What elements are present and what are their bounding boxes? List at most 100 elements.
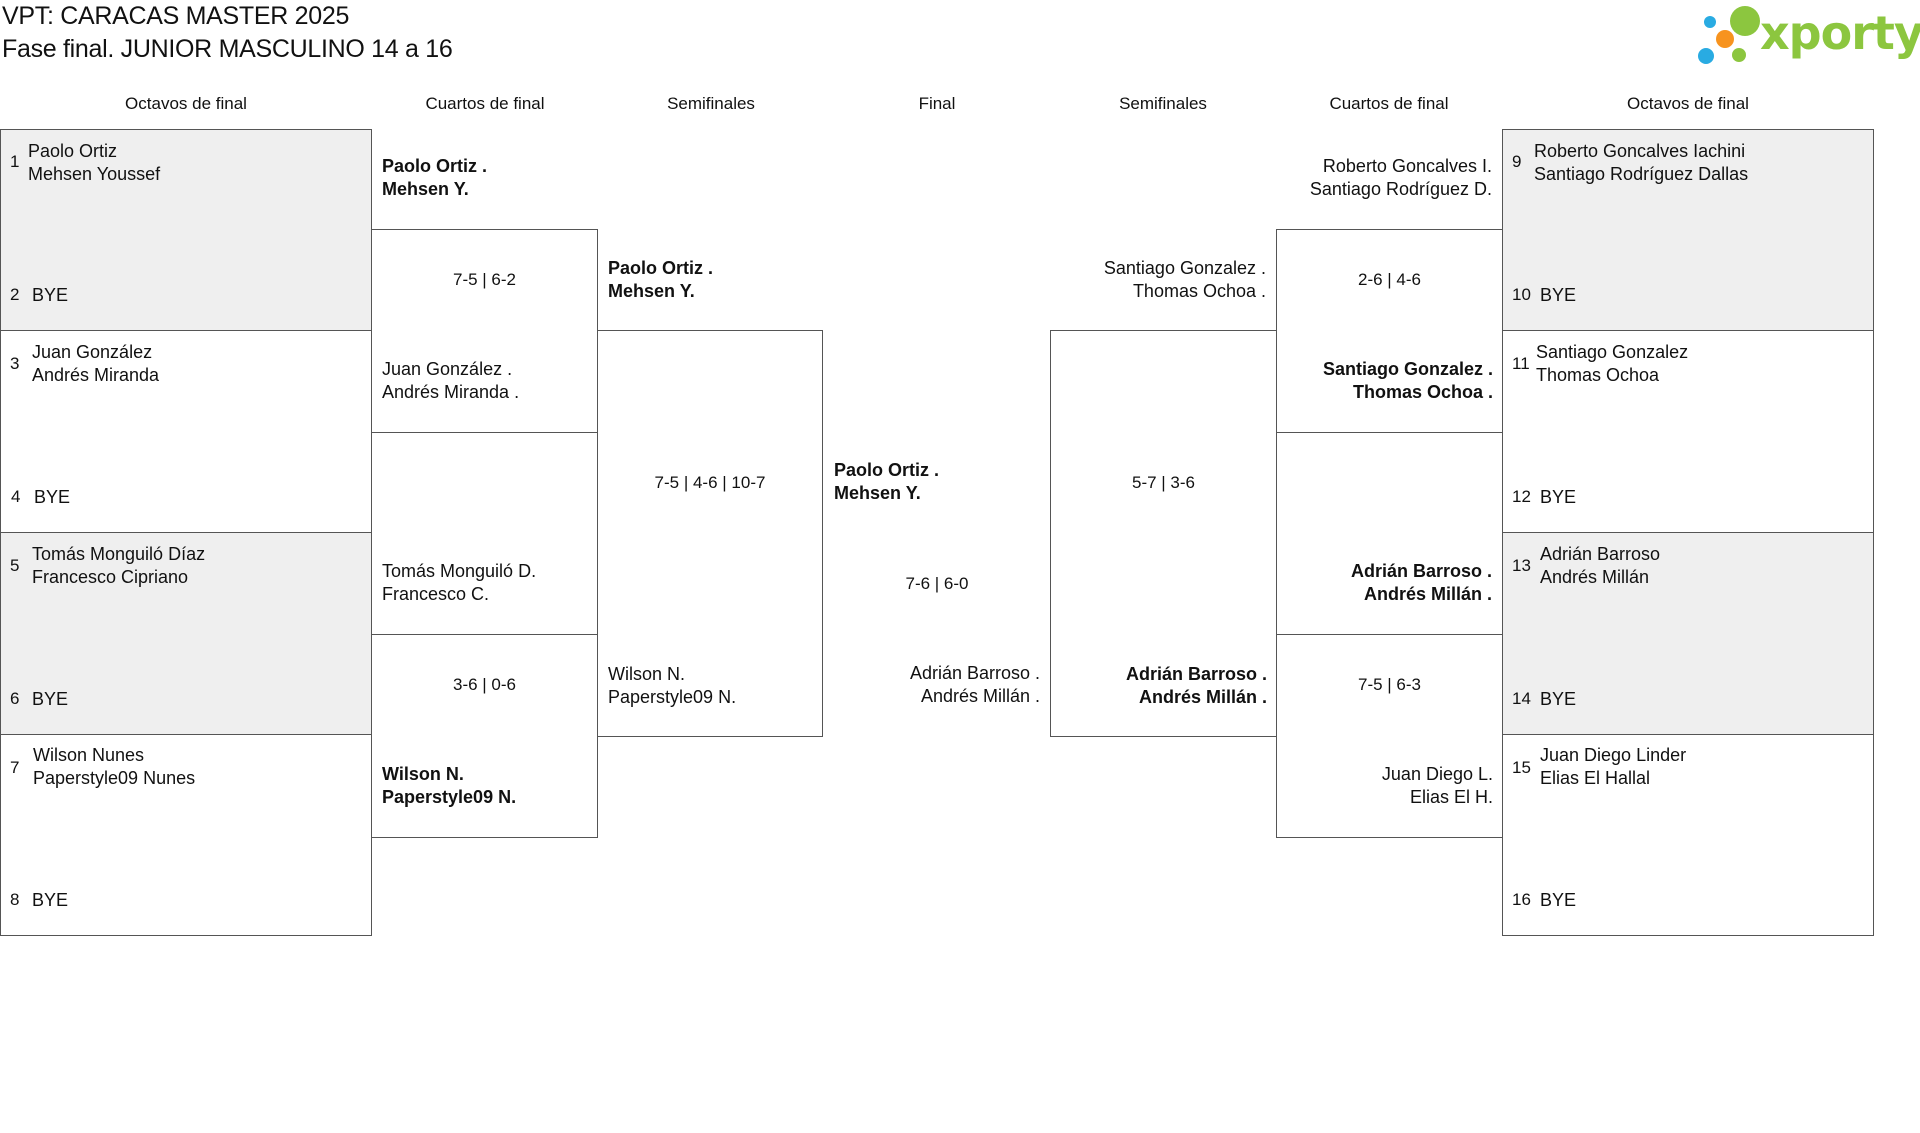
bye-label: BYE [1540,689,1577,709]
logo-dot-green-small [1704,16,1716,28]
column-header-right-sf: Semifinales [1119,94,1207,113]
seed-number: 2 [10,285,20,304]
match-score: 5-7 | 3-6 [1131,473,1195,492]
player-name: Andrés Millán . [1363,584,1492,604]
logo-dot-blue [1698,48,1714,64]
player-name: Paolo Ortiz . [834,460,940,480]
bye-label: BYE [1540,285,1577,305]
player-name: Paperstyle09 N. [608,687,737,707]
match-score: 7-5 | 4-6 | 10-7 [654,473,766,492]
xporty-logo: xporty [1696,4,1920,66]
player-name: Andrés Miranda [32,365,160,385]
column-header-left-r16: Octavos de final [125,94,247,113]
player-name: Paolo Ortiz . [608,258,714,278]
r16-match-3: 5 Tomás Monguiló Díaz Francesco Cipriano… [0,532,372,735]
sf-match-box-right: 5-7 | 3-6 Adrián Barroso . Andrés Millán… [1050,330,1277,737]
match-score: 3-6 | 0-6 [452,675,516,694]
player-name: Francesco C. [382,584,490,604]
player-name: Adrián Barroso [1540,544,1661,564]
player-name: Wilson N. [382,764,464,784]
column-header-right-qf: Cuartos de final [1329,94,1449,113]
player-name: Elias El Hallal [1540,768,1651,788]
qf-match-box-1: 7-5 | 6-2 Juan González . Andrés Miranda… [371,229,598,433]
r16-match-5: 9 Roberto Goncalves Iachini Santiago Rod… [1502,129,1874,331]
seed-number: 1 [10,152,20,171]
match-score: 2-6 | 4-6 [1357,270,1421,289]
page-subtitle: Fase final. JUNIOR MASCULINO 14 a 16 [2,35,453,63]
seed-number: 8 [10,890,20,909]
player-name: Mehsen Y. [608,281,695,301]
sf-match-box-left: 7-5 | 4-6 | 10-7 Wilson N. Paperstyle09 … [597,330,823,737]
player-name: Andrés Millán [1540,567,1650,587]
player-name: Mehsen Y. [834,483,921,503]
seed-number: 10 [1512,285,1531,304]
logo-dot-green-2 [1732,48,1746,62]
player-name: Paperstyle09 Nunes [33,768,196,788]
player-name: Mehsen Y. [382,179,469,199]
bye-label: BYE [1540,487,1577,507]
player-name: Wilson Nunes [33,745,145,765]
page-title: VPT: CARACAS MASTER 2025 [2,2,350,30]
final-score: 7-6 | 6-0 [905,574,969,593]
column-header-left-sf: Semifinales [667,94,755,113]
bye-label: BYE [1540,890,1577,910]
bye-label: BYE [32,689,69,709]
bye-label: BYE [32,285,69,305]
player-name: Paolo Ortiz . [382,156,488,176]
player-name: Thomas Ochoa [1536,365,1660,385]
seed-number: 3 [10,354,20,373]
player-name: Andrés Miranda . [382,382,520,402]
player-name: Adrián Barroso . [909,663,1040,683]
player-name: Roberto Goncalves Iachini [1534,141,1746,161]
player-name: Thomas Ochoa . [1132,281,1266,301]
seed-number: 16 [1512,890,1531,909]
column-header-final: Final [918,94,956,113]
column-header-right-r16: Octavos de final [1627,94,1749,113]
player-name: Santiago Gonzalez . [1322,359,1493,379]
r16-match-2: 3 Juan González Andrés Miranda 4 BYE [0,330,372,533]
player-name: Santiago Rodríguez D. [1309,179,1492,199]
r16-match-1: 1 Paolo Ortiz Mehsen Youssef 2 BYE [0,129,372,331]
logo-text: xporty [1760,6,1920,60]
seed-number: 9 [1512,152,1522,171]
seed-number: 6 [10,689,20,708]
player-name: Francesco Cipriano [32,567,189,587]
player-name: Santiago Gonzalez . [1103,258,1266,278]
player-name: Paperstyle09 N. [382,787,517,807]
seed-number: 4 [11,487,21,506]
qf-match-box-4: 7-5 | 6-3 Juan Diego L. Elias El H. [1276,634,1503,838]
logo-dot-orange [1716,30,1734,48]
player-name: Santiago Rodríguez Dallas [1534,164,1749,184]
seed-number: 15 [1512,758,1531,777]
seed-number: 5 [10,556,20,575]
qf-match-box-2: 3-6 | 0-6 Wilson N. Paperstyle09 N. [371,634,598,838]
column-header-left-qf: Cuartos de final [425,94,545,113]
bye-label: BYE [34,487,71,507]
player-name: Santiago Gonzalez [1536,342,1689,362]
player-name: Wilson N. [608,664,686,684]
player-name: Elias El H. [1409,787,1493,807]
player-name: Mehsen Youssef [28,164,161,184]
seed-number: 13 [1512,556,1531,575]
seed-number: 11 [1512,354,1530,373]
r16-match-6: 11 Santiago Gonzalez Thomas Ochoa 12 BYE [1502,330,1874,533]
r16-match-4: 7 Wilson Nunes Paperstyle09 Nunes 8 BYE [0,734,372,936]
r16-match-8: 15 Juan Diego Linder Elias El Hallal 16 … [1502,734,1874,936]
player-name: Juan González . [382,359,513,379]
player-name: Tomás Monguiló D. [382,561,537,581]
player-name: Andrés Millán . [920,686,1040,706]
match-score: 7-5 | 6-3 [1357,675,1421,694]
match-score: 7-5 | 6-2 [452,270,516,289]
player-name: Adrián Barroso . [1125,664,1267,684]
seed-number: 12 [1512,487,1531,506]
player-name: Thomas Ochoa . [1352,382,1493,402]
logo-dot-green [1730,6,1760,36]
player-name: Juan Diego Linder [1540,745,1687,765]
player-name: Roberto Goncalves I. [1322,156,1492,176]
seed-number: 14 [1512,689,1531,708]
player-name: Juan Diego L. [1381,764,1493,784]
r16-match-7: 13 Adrián Barroso Andrés Millán 14 BYE [1502,532,1874,735]
seed-number: 7 [10,758,20,777]
bye-label: BYE [32,890,69,910]
player-name: Juan González [32,342,153,362]
